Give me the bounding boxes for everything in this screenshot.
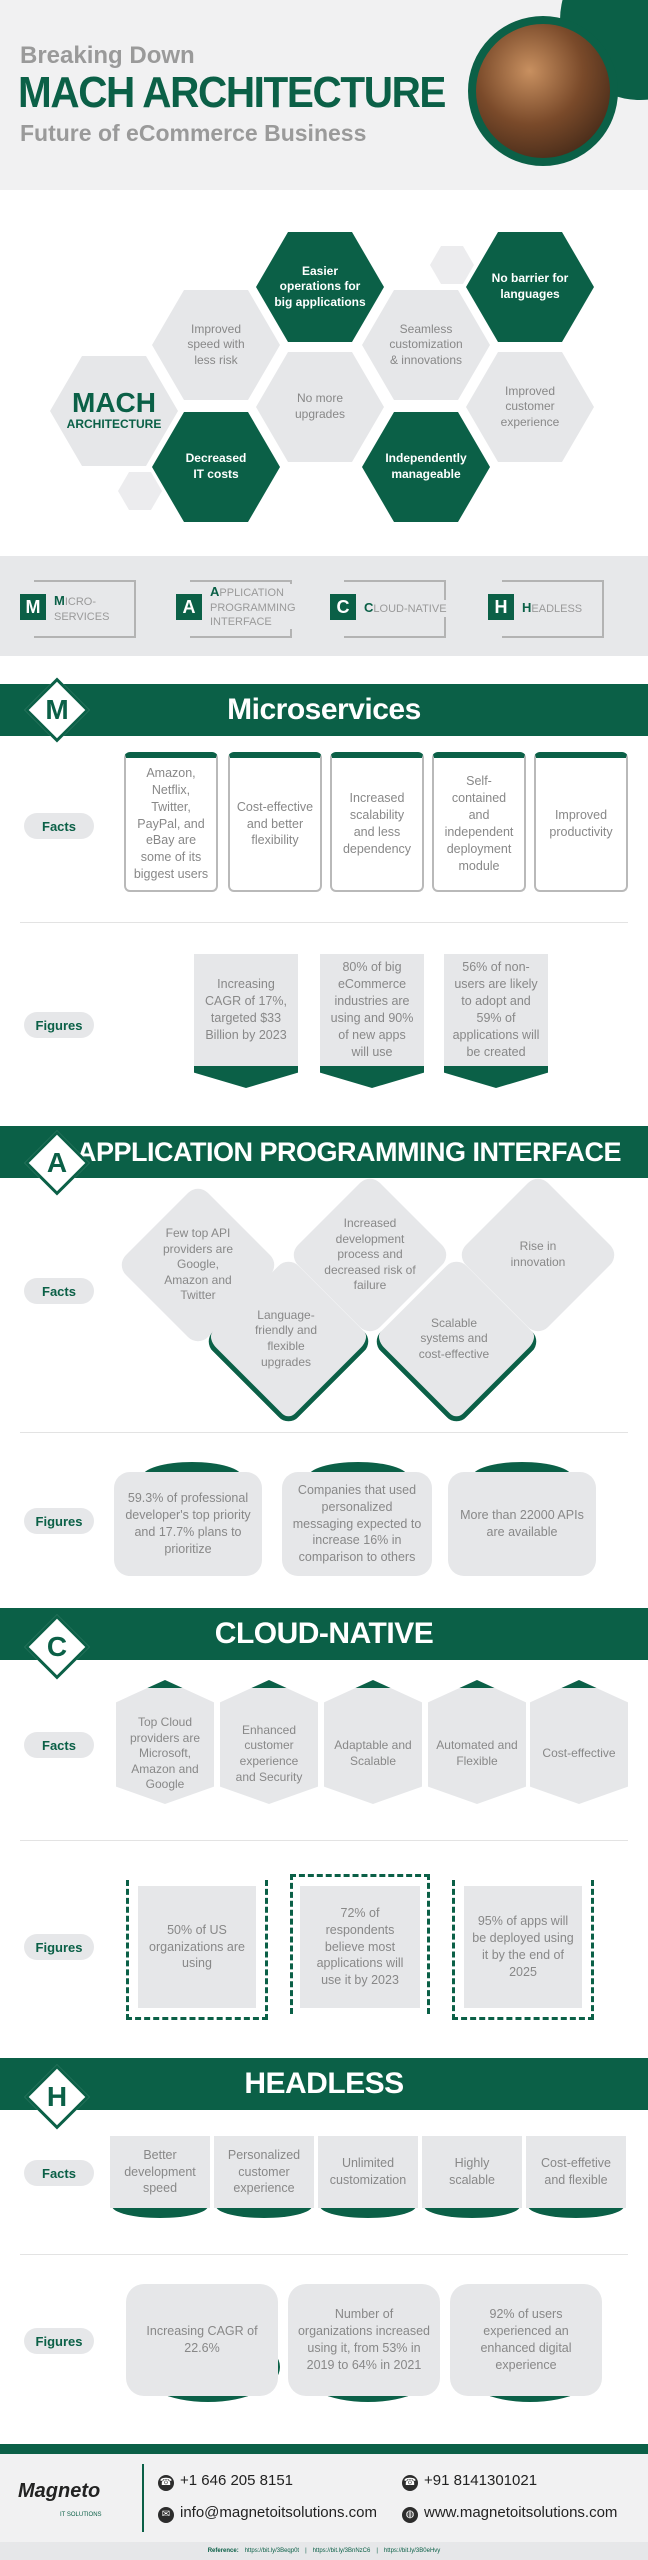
header-photo bbox=[468, 16, 618, 166]
header-line1: Breaking Down bbox=[20, 42, 195, 69]
reference-link[interactable]: https://bit.ly/3BnNzC6 bbox=[312, 2548, 371, 2554]
figures-label: Figures bbox=[24, 2328, 94, 2354]
fact-diamond: Rise in innovation bbox=[455, 1172, 621, 1338]
hex-easier-operations: Easier operations for big applications bbox=[256, 232, 384, 342]
fact-pentagon: Top Cloud providers are Microsoft, Amazo… bbox=[116, 1680, 214, 1804]
facts-label: Facts bbox=[24, 1732, 94, 1758]
hex-seamless-customization: Seamless customization & innovations bbox=[362, 290, 490, 400]
footer-stripe bbox=[0, 2444, 648, 2454]
website-link[interactable]: ◍www.magnetoitsolutions.com bbox=[402, 2504, 617, 2523]
fact-card: Cost-effective and better flexibility bbox=[228, 752, 322, 892]
hex-decoration bbox=[118, 472, 162, 510]
header-subtitle: Future of eCommerce Business bbox=[20, 120, 367, 146]
divider bbox=[20, 922, 628, 923]
figure-card: 59.3% of professional developer's top pr… bbox=[114, 1472, 262, 1576]
phone-icon: ☎ bbox=[402, 2474, 418, 2491]
legend-item-microservices: M MICRO- SERVICES bbox=[20, 580, 150, 638]
section-letter: C bbox=[46, 1631, 68, 1662]
legend-letter: H bbox=[488, 594, 514, 620]
fact-diamond: Scalable systems and cost-effective bbox=[370, 1255, 543, 1428]
references-bar: Reference: https://bit.ly/3Beqp0t| https… bbox=[0, 2542, 648, 2560]
hex-decoration bbox=[430, 246, 474, 284]
email-icon: ✉ bbox=[158, 2506, 174, 2523]
section-title-microservices: Microservices bbox=[0, 684, 648, 736]
divider bbox=[20, 1432, 628, 1433]
header: Breaking Down MACH ARCHITECTURE Future o… bbox=[0, 0, 648, 190]
section-letter: H bbox=[46, 2081, 68, 2112]
legend-item-headless: H HEADLESS bbox=[488, 580, 628, 638]
globe-icon: ◍ bbox=[402, 2506, 418, 2523]
mach-legend: M MICRO- SERVICES A APPLICATION PROGRAMM… bbox=[0, 556, 648, 656]
figure-card: Increasing CAGR of 17%, targeted $33 Bil… bbox=[194, 954, 298, 1066]
email-link[interactable]: ✉info@magnetoitsolutions.com bbox=[158, 2504, 377, 2523]
fact-diamond: Language-friendly and flexible upgrades bbox=[202, 1255, 375, 1428]
figures-label: Figures bbox=[24, 1508, 94, 1534]
hex-improved-customer-experience: Improved customer experience bbox=[466, 352, 594, 462]
facts-label: Facts bbox=[24, 2160, 94, 2186]
phone-us: ☎+1 646 205 8151 bbox=[158, 2472, 294, 2491]
figure-card: 95% of apps will be deployed using it by… bbox=[464, 1886, 582, 2008]
figure-card: Increasing CAGR of 22.6% bbox=[126, 2284, 278, 2396]
legend-label: APPLICATION PROGRAMMING INTERFACE bbox=[210, 584, 296, 630]
header-title: MACH ARCHITECTURE bbox=[18, 68, 446, 117]
fact-card: Self-contained and independent deploymen… bbox=[432, 752, 526, 892]
fact-pentagon: Cost-effective bbox=[530, 1680, 628, 1804]
fact-card: Improved productivity bbox=[534, 752, 628, 892]
section-title-headless: HEADLESS bbox=[0, 2058, 648, 2110]
section-letter: A bbox=[46, 1147, 68, 1178]
section-title-api: APPLICATION PROGRAMMING INTERFACE bbox=[0, 1126, 648, 1178]
figure-card: 92% of users experienced an enhanced dig… bbox=[450, 2284, 602, 2396]
legend-label: CLOUD-NATIVE bbox=[364, 600, 447, 617]
fact-pentagon: Enhanced customer experience and Securit… bbox=[220, 1680, 318, 1804]
fact-box: Better development speed bbox=[110, 2136, 210, 2208]
hex-improved-speed: Improved speed with less risk bbox=[152, 290, 280, 400]
legend-label: HEADLESS bbox=[522, 600, 583, 617]
figures-label: Figures bbox=[24, 1934, 94, 1960]
fact-box: Cost-effetive and flexible bbox=[526, 2136, 626, 2208]
fact-diamond: Increased development process and decrea… bbox=[287, 1172, 453, 1338]
hex-cluster: MACH ARCHITECTURE Improved speed with le… bbox=[0, 190, 648, 550]
legend-letter: C bbox=[330, 594, 356, 620]
figure-card: Number of organizations increased using … bbox=[288, 2284, 440, 2396]
hex-no-more-upgrades: No more upgrades bbox=[256, 352, 384, 462]
section-title-cloud-native: CLOUD-NATIVE bbox=[0, 1608, 648, 1660]
figure-card: 50% of US organizations are using bbox=[138, 1886, 256, 2008]
facts-label: Facts bbox=[24, 813, 94, 839]
reference-link[interactable]: https://bit.ly/3Beqp0t bbox=[244, 2548, 300, 2554]
figure-card: 56% of non-users are likely to adopt and… bbox=[444, 954, 548, 1066]
company-logo: Magneto IT SOLUTIONS bbox=[18, 2480, 102, 2518]
fact-box: Personalized customer experience bbox=[214, 2136, 314, 2208]
fact-diamond: Few top API providers are Google, Amazon… bbox=[115, 1182, 281, 1348]
hex-no-barrier: No barrier for languages bbox=[466, 232, 594, 342]
divider bbox=[20, 1840, 628, 1841]
figure-card: Companies that used personalized messagi… bbox=[282, 1472, 432, 1576]
fact-pentagon: Adaptable and Scalable bbox=[324, 1680, 422, 1804]
figure-card: More than 22000 APIs are available bbox=[448, 1472, 596, 1576]
facts-label: Facts bbox=[24, 1278, 94, 1304]
fact-box: Highly scalable bbox=[422, 2136, 522, 2208]
legend-letter: A bbox=[176, 594, 202, 620]
legend-letter: M bbox=[20, 594, 46, 620]
figures-label: Figures bbox=[24, 1012, 94, 1038]
reference-link[interactable]: https://bit.ly/3B0eHvy bbox=[383, 2548, 441, 2554]
hex-decreased-it-costs: Decreased IT costs bbox=[152, 412, 280, 522]
fact-box: Unlimited customization bbox=[318, 2136, 418, 2208]
fact-pentagon: Automated and Flexible bbox=[428, 1680, 526, 1804]
legend-label: MICRO- SERVICES bbox=[54, 593, 110, 625]
phone-in: ☎+91 8141301021 bbox=[402, 2472, 538, 2491]
footer: Magneto IT SOLUTIONS ☎+1 646 205 8151 ☎+… bbox=[0, 2454, 648, 2542]
legend-item-api: A APPLICATION PROGRAMMING INTERFACE bbox=[176, 580, 316, 638]
divider bbox=[20, 2254, 628, 2255]
legend-item-cloud-native: C CLOUD-NATIVE bbox=[330, 580, 470, 638]
hex-mach-architecture: MACH ARCHITECTURE bbox=[50, 356, 178, 466]
figure-card: 80% of big eCommerce industries are usin… bbox=[320, 954, 424, 1066]
figure-card: 72% of respondents believe most applicat… bbox=[300, 1886, 420, 2008]
fact-card: Increased scalability and less dependenc… bbox=[330, 752, 424, 892]
fact-card: Amazon, Netflix, Twitter, PayPal, and eB… bbox=[124, 752, 218, 892]
section-letter: M bbox=[45, 694, 69, 725]
phone-icon: ☎ bbox=[158, 2474, 174, 2491]
hex-independently-manageable: Independently manageable bbox=[362, 412, 490, 522]
